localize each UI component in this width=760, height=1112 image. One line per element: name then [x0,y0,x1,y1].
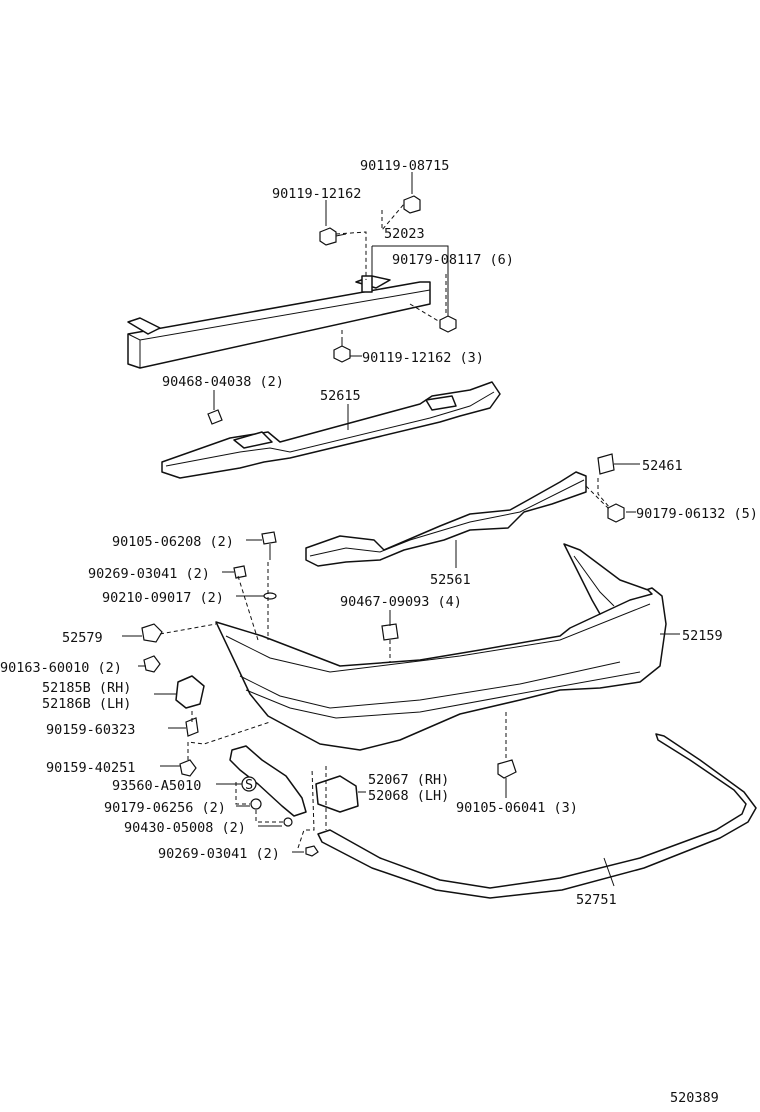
screw-90159-40251-icon [179,759,197,777]
clip-90163-60010-icon [143,655,161,673]
bolt-90119-12162-bottom-icon [333,338,351,363]
label-90468-04038: 90468-04038 (2) [162,374,284,390]
label-90119-12162: 90119-12162 [272,186,361,202]
bolt-90105-06208-icon [261,531,277,560]
label-90467-09093: 90467-09093 (4) [340,594,462,610]
retainer-52185B-52186B [175,675,205,709]
label-90179-06132: 90179-06132 (5) [636,506,758,522]
clip-52461-icon [597,453,615,475]
label-52023: 52023 [384,226,425,242]
label-52461: 52461 [642,458,683,474]
label-90159-40251: 90159-40251 [46,760,135,776]
bumper-cover-52159 [215,543,667,751]
label-93560-A5010: 93560-A5010 [112,778,201,794]
label-52185B: 52185B (RH) [42,680,131,696]
bolt-90269-03041-b-icon [305,845,319,857]
label-90105-06041: 90105-06041 (3) [456,800,578,816]
label-90105-06208: 90105-06208 (2) [112,534,234,550]
screw-90159-60323-icon [185,717,199,737]
label-52561: 52561 [430,572,471,588]
nut-90179-06256-icon [250,798,262,810]
bolt-90119-12162-top-icon [319,212,347,246]
label-52579: 52579 [62,630,103,646]
molding-52751 [317,733,757,899]
label-90179-06256: 90179-06256 (2) [104,800,226,816]
label-90179-08117: 90179-08117 (6) [392,252,514,268]
bolt-90269-03041-a-icon [233,565,247,579]
bracket-52561 [305,471,587,567]
label-90269-03041-a: 90269-03041 (2) [88,566,210,582]
label-52068: 52068 (LH) [368,788,449,804]
bumper-reinforcement-52023 [127,275,431,369]
nut-90179-08117-icon [439,315,457,333]
label-90163-60010: 90163-60010 (2) [0,660,122,676]
clip-90467-09093-icon [381,623,399,641]
screw-90105-06041-icon [497,759,517,779]
clip-52579-icon [141,623,163,643]
label-90430-05008: 90430-05008 (2) [124,820,246,836]
label-90119-08715: 90119-08715 [360,158,449,174]
s-symbol-label: S [245,777,253,793]
label-52751: 52751 [576,892,617,908]
label-90210-09017: 90210-09017 (2) [102,590,224,606]
washer-90430-05008-icon [283,817,293,827]
washer-90210-09017-icon [263,592,277,600]
label-90269-03041-b: 90269-03041 (2) [158,846,280,862]
diagram-id: 520389 [670,1090,719,1106]
label-90159-60323: 90159-60323 [46,722,135,738]
bolt-90119-08715-icon [403,178,421,214]
energy-absorber-52615 [161,381,501,479]
label-52186B: 52186B (LH) [42,696,131,712]
label-52615: 52615 [320,388,361,404]
label-90119-12162-3: 90119-12162 (3) [362,350,484,366]
s-grommet-icon: S [241,776,257,793]
label-52067: 52067 (RH) [368,772,449,788]
label-52159: 52159 [682,628,723,644]
nut-90179-06132-icon [607,503,625,523]
